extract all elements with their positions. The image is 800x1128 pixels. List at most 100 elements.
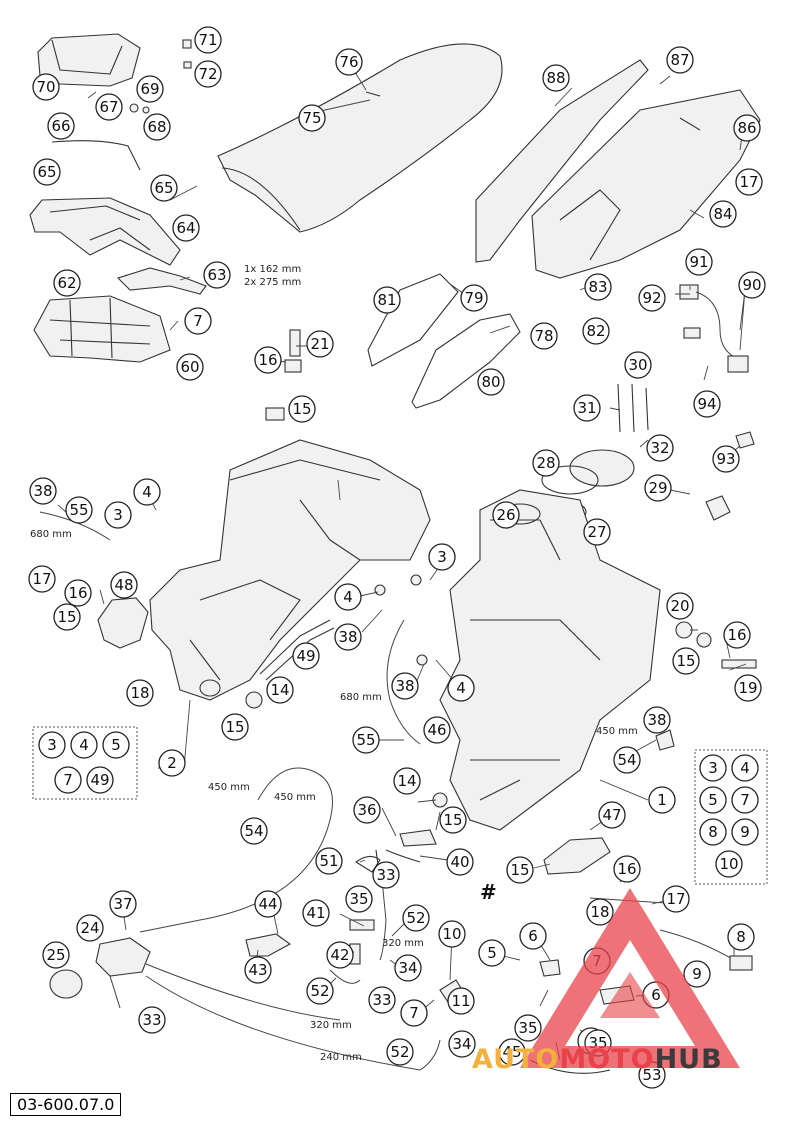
callout-label: 20 [670, 597, 689, 615]
callout-label: 83 [588, 278, 607, 296]
callout-71: 71 [194, 26, 222, 54]
dim-450-right: 450 mm [596, 726, 638, 737]
part-1-tank-right [439, 489, 661, 831]
callout-41: 41 [302, 899, 330, 927]
callout-label: 15 [676, 652, 695, 670]
callout-87: 87 [666, 46, 694, 74]
callout-label: 19 [738, 679, 757, 697]
callout-label: 42 [330, 946, 349, 964]
callout-label: 51 [319, 852, 338, 870]
callout-label: 93 [716, 450, 735, 468]
callout-60: 60 [176, 353, 204, 381]
callout-64: 64 [172, 214, 200, 242]
callout-label: 35 [349, 890, 368, 908]
callout-92: 92 [638, 284, 666, 312]
callout-27: 27 [583, 518, 611, 546]
callout-label: 16 [258, 351, 277, 369]
svg-text:8: 8 [708, 823, 718, 841]
group-box-left: 3 4 5 7 49 [32, 726, 138, 800]
callout-16: 16 [254, 346, 282, 374]
callout-label: 38 [338, 628, 357, 646]
svg-text:3: 3 [708, 759, 718, 777]
callout-21: 21 [306, 330, 334, 358]
svg-text:3: 3 [47, 736, 57, 754]
callout-label: 14 [270, 681, 289, 699]
callout-18: 18 [586, 898, 614, 926]
callout-32: 32 [646, 434, 674, 462]
callout-75: 75 [298, 104, 326, 132]
callout-label: 68 [147, 118, 166, 136]
callout-label: 43 [248, 961, 267, 979]
callout-7: 7 [184, 307, 212, 335]
callout-label: 33 [142, 1011, 161, 1029]
part-81-decal [367, 273, 459, 367]
callout-label: 76 [339, 53, 358, 71]
callout-label: 21 [310, 335, 329, 353]
part-91-switch [679, 284, 699, 300]
callout-25: 25 [42, 941, 70, 969]
callout-label: 45 [502, 1043, 521, 1061]
callout-label: 15 [57, 608, 76, 626]
callout-44: 44 [254, 890, 282, 918]
callout-label: 52 [310, 982, 329, 1000]
callout-49: 49 [292, 642, 320, 670]
callout-15: 15 [672, 647, 700, 675]
part-2-tank-left [149, 439, 431, 701]
callout-47: 47 [598, 801, 626, 829]
callout-label: 92 [642, 289, 661, 307]
callout-label: 70 [36, 78, 55, 96]
dim-1x-162: 1x 162 mm [244, 264, 301, 275]
dim-450-b: 450 mm [274, 792, 316, 803]
callout-label: 94 [697, 395, 716, 413]
callout-51: 51 [315, 847, 343, 875]
callout-20: 20 [666, 592, 694, 620]
callout-label: 53 [642, 1066, 661, 1084]
callout-55: 55 [352, 726, 380, 754]
group-right-callout: 3 4 5 7 8 9 10 [699, 754, 759, 878]
callout-26: 26 [492, 501, 520, 529]
callout-label: 30 [628, 356, 647, 374]
part-72-nut [183, 61, 192, 69]
callout-label: 86 [737, 119, 756, 137]
callout-76: 76 [335, 48, 363, 76]
callout-48: 48 [110, 571, 138, 599]
callout-65: 65 [150, 174, 178, 202]
callout-label: 66 [51, 117, 70, 135]
callout-14: 14 [393, 767, 421, 795]
callout-19: 19 [734, 674, 762, 702]
callout-15: 15 [506, 856, 534, 884]
callout-label: 17 [32, 570, 51, 588]
callout-67: 67 [95, 93, 123, 121]
callout-38: 38 [29, 477, 57, 505]
callout-label: 38 [33, 482, 52, 500]
callout-label: 90 [742, 276, 761, 294]
callout-label: 40 [450, 853, 469, 871]
callout-78: 78 [530, 322, 558, 350]
part-illustrations [29, 33, 761, 1074]
callout-label: 17 [666, 890, 685, 908]
callout-label: 46 [427, 721, 446, 739]
callout-5: 5 [478, 939, 506, 967]
callout-label: 3 [113, 506, 123, 524]
callout-label: 38 [395, 677, 414, 695]
callout-label: 88 [546, 69, 565, 87]
part-29-cap [569, 449, 635, 487]
callout-label: 91 [689, 253, 708, 271]
callout-69: 69 [136, 75, 164, 103]
callout-label: 80 [481, 373, 500, 391]
callout-label: 24 [80, 919, 99, 937]
callout-35: 35 [584, 1029, 612, 1057]
callout-label: 38 [647, 711, 666, 729]
part-63-bracket [116, 267, 207, 295]
callout-label: 2 [167, 754, 177, 772]
callout-label: 10 [442, 925, 461, 943]
callout-16: 16 [723, 621, 751, 649]
callout-label: 52 [406, 909, 425, 927]
callout-62: 62 [53, 269, 81, 297]
callout-42: 42 [326, 941, 354, 969]
callout-label: 72 [198, 65, 217, 83]
callout-54: 54 [240, 817, 268, 845]
callout-label: 4 [456, 679, 466, 697]
callout-54: 54 [613, 746, 641, 774]
